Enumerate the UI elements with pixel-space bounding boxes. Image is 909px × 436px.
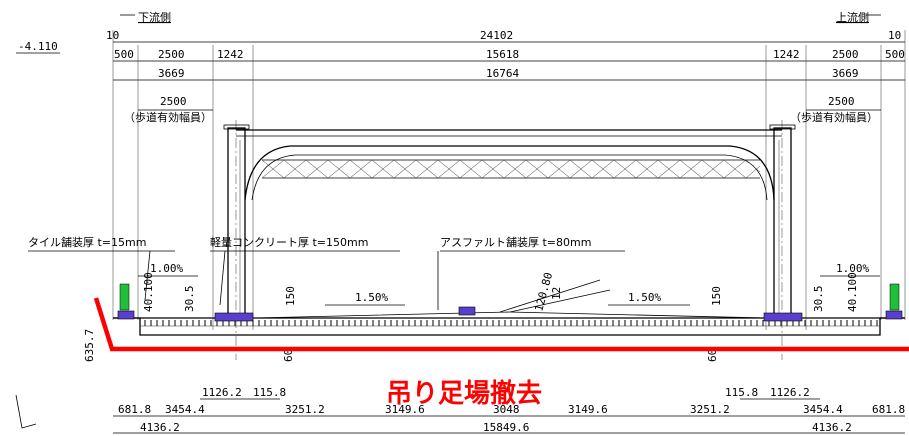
dim-t2-1: 16764 [486,67,519,80]
dim-t1-3: 15618 [486,48,519,61]
handrail-right [889,283,900,311]
svg-text:3149.6: 3149.6 [385,403,425,416]
slab-reinforcement-ticks [144,320,878,326]
elevation-label: -4.110 [18,40,58,53]
slope-carriageway-right: 1.50% [628,291,661,304]
svg-text:3454.4: 3454.4 [165,403,205,416]
extension-lines [112,30,906,360]
dim-web-left: 60 [282,349,295,362]
svg-text:3251.2: 3251.2 [690,403,730,416]
svg-text:15849.6: 15849.6 [483,421,529,434]
svg-text:3454.4: 3454.4 [803,403,843,416]
svg-text:3048: 3048 [493,403,520,416]
dimension-bottom-row1: 1126.2 115.8 115.8 1126.2 [200,386,820,400]
svg-text:115.8: 115.8 [725,386,758,399]
svg-text:115.8: 115.8 [253,386,286,399]
dim-crown-1: 12 [550,287,563,300]
svg-text:681.8: 681.8 [118,403,151,416]
dim-t2-2: 3669 [832,67,859,80]
dim-t2-0: 3669 [158,67,185,80]
bearing-left [214,312,254,322]
dimension-bottom-row2: 681.8 3454.4 3251.2 3149.6 3048 3149.6 3… [113,403,905,417]
dim-t1-4: 1242 [773,48,800,61]
dimension-bottom-row3: 4136.2 15849.6 4136.2 [113,421,905,434]
bearing-right [763,312,803,322]
dim-curb-left-0: 40.100 [142,272,155,312]
svg-text:4136.2: 4136.2 [140,421,180,434]
svg-text:1126.2: 1126.2 [770,386,810,399]
dim-edge-left: 10 [106,29,119,42]
svg-text:3251.2: 3251.2 [285,403,325,416]
leader-lightweight [219,250,226,306]
suspended-scaffold-line [93,297,909,352]
dim-t1-5: 2500 [832,48,859,61]
banner-scaffold-removal: 吊り足場撤去 [386,378,542,409]
corner-mark [15,394,37,429]
sidewalk-width-left: 2500 [160,95,187,108]
sidewalk-width-right: 2500 [828,95,855,108]
dim-curb-left-1: 30.5 [183,286,196,313]
dim-t1-6: 500 [885,48,905,61]
slope-sidewalk-left: 1.00% [150,262,183,275]
svg-text:1126.2: 1126.2 [202,386,242,399]
leader-tile [144,250,151,301]
dim-web-right: 60 [706,349,719,362]
note-asphalt: アスファルト舗装厚 t=80mm [440,235,591,249]
dim-total: 24102 [480,29,513,42]
sidewalk-note-right: （歩道有効幅員） [790,110,878,124]
dim-edge-right: 10 [888,29,901,42]
bearing-right-outer [885,310,903,320]
note-lightweight-concrete: 軽量コンクリート厚 t=150mm [210,236,368,249]
dim-t1-0: 500 [114,48,134,61]
dimension-total: 10 24102 10 [106,29,905,43]
note-tile-paving: タイル舗装厚 t=15mm [28,235,146,249]
dim-curb-right-1: 40.100 [846,272,859,312]
dim-t1-1: 2500 [158,48,185,61]
dimension-tier1: 500 2500 1242 15618 1242 2500 500 [113,48,905,62]
svg-text:681.8: 681.8 [872,403,905,416]
dim-haunch-right: 150 [710,286,723,306]
handrail-left [119,283,130,311]
svg-text:3149.6: 3149.6 [568,403,608,416]
upstream-label: 上流側 [836,10,869,24]
sidewalk-note-left: （歩道有効幅員） [124,110,212,124]
truss-portal-frame [223,124,796,319]
bearing-left-outer [117,310,135,320]
bearing-center [458,306,476,316]
slope-sidewalk-right: 1.00% [836,262,869,275]
dim-height-left: 635.7 [83,329,96,362]
dim-curb-right-0: 30.5 [812,286,825,313]
svg-text:4136.2: 4136.2 [812,421,852,434]
dimension-tier2: 3669 16764 3669 [113,67,905,81]
dim-t1-2: 1242 [217,48,244,61]
dim-haunch-left: 150 [284,286,297,306]
downstream-label: 下流側 [138,10,171,24]
slope-carriageway-left: 1.50% [355,291,388,304]
